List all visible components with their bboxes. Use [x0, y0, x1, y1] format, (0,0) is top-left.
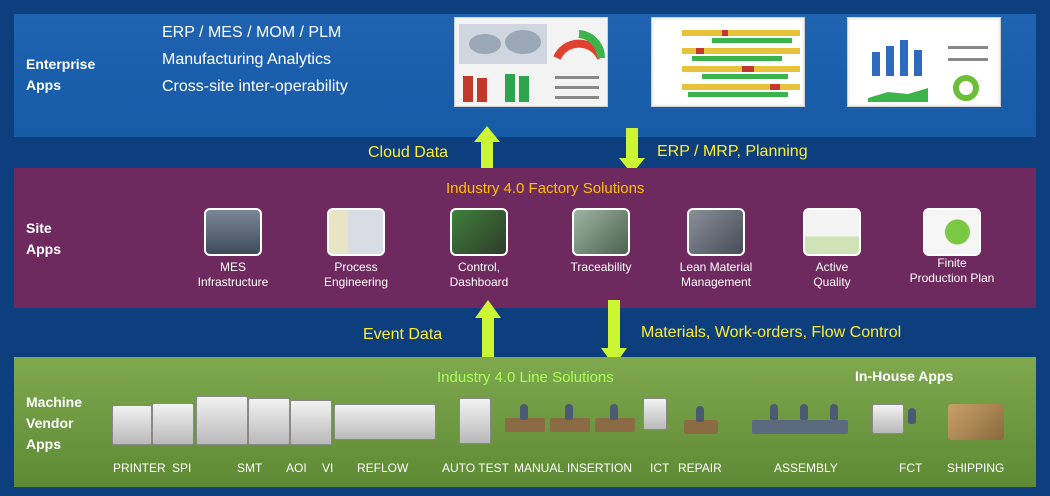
label-smt: SMT [237, 461, 263, 475]
site-item-line2: Quality [813, 275, 851, 289]
shipping-boxes [948, 404, 1004, 440]
site-item-label: Control,Dashboard [419, 260, 539, 290]
cloud-data-arrow-up [474, 126, 500, 172]
label-assembly: ASSEMBLY [774, 461, 838, 475]
site-item-line1: MES [219, 260, 246, 274]
site-item-line2: Dashboard [449, 275, 509, 289]
site-item-line1: Control, [457, 260, 501, 274]
dashboard-tablet-icon [450, 208, 508, 256]
fct-machine [872, 404, 904, 434]
warehouse-icon [687, 208, 745, 256]
label-printer: PRINTER [113, 461, 166, 475]
erp-arrow-down [619, 128, 645, 174]
enterprise-label-line2: Apps [26, 77, 61, 93]
site-item-line2: Management [680, 275, 752, 289]
bar-chart-screenshot [847, 17, 1001, 107]
reflow-oven [334, 404, 436, 440]
software-window-icon [327, 208, 385, 256]
site-item-line1: Finite [937, 256, 967, 270]
repair-bench [684, 420, 718, 434]
ict-machine [643, 398, 667, 430]
site-item-line1: Traceability [570, 260, 632, 274]
label-auto-test: AUTO TEST [442, 461, 509, 475]
worker-figure [908, 408, 916, 424]
enterprise-line-analytics: Manufacturing Analytics [162, 51, 331, 68]
site-item-line2: Production Plan [909, 271, 995, 285]
worker-figure [610, 404, 618, 420]
label-ict: ICT [650, 461, 670, 475]
event-data-label: Event Data [363, 326, 443, 343]
factory-solutions-title: Industry 4.0 Factory Solutions [446, 180, 645, 197]
cloud-data-label: Cloud Data [368, 144, 449, 161]
label-aoi: AOI [286, 461, 307, 475]
worker-figure [565, 404, 573, 420]
site-item-line1: Active [815, 260, 849, 274]
machine-label-line3: Apps [26, 436, 61, 452]
worker-figure [830, 404, 838, 420]
site-item-line2: Infrastructure [197, 275, 269, 289]
printer-machine [112, 405, 152, 445]
event-data-arrow-up [475, 300, 501, 366]
machine-label-line1: Machine [26, 394, 83, 410]
worker-figure [520, 404, 528, 420]
spreadsheet-screenshot [651, 17, 805, 107]
spi-machine [152, 403, 194, 445]
enterprise-label-line1: Enterprise [26, 56, 96, 72]
site-label-line1: Site [26, 220, 52, 236]
label-vi: VI [322, 461, 334, 475]
label-fct: FCT [899, 461, 923, 475]
enterprise-line-erp: ERP / MES / MOM / PLM [162, 24, 342, 41]
worker-figure [696, 406, 704, 422]
materials-flow-label: Materials, Work-orders, Flow Control [641, 324, 902, 341]
circuit-board-icon [572, 208, 630, 256]
site-item-control-dashboard[interactable]: Control,Dashboard [419, 208, 539, 290]
smt-machine [196, 396, 248, 445]
auto-test-machine [459, 398, 491, 444]
factory-floor-icon [204, 208, 262, 256]
worker-figure [800, 404, 808, 420]
quality-gauge-icon [803, 208, 861, 256]
enterprise-line-interop: Cross-site inter-operability [162, 78, 348, 95]
label-manual-insertion: MANUAL INSERTION [514, 461, 633, 475]
site-item-label: Traceability [541, 260, 661, 275]
enterprise-apps-label: Enterprise Apps [26, 54, 95, 96]
label-shipping: SHIPPING [947, 461, 1005, 475]
manual-insertion-bench [505, 418, 545, 432]
manual-insertion-bench [550, 418, 590, 432]
site-item-line1: Lean Material [679, 260, 753, 274]
line-solutions-title: Industry 4.0 Line Solutions [437, 369, 614, 386]
manual-insertion-bench [595, 418, 635, 432]
site-item-line1: Process [334, 260, 378, 274]
site-item-line2: Engineering [323, 275, 389, 289]
pie-chart-icon [923, 208, 981, 256]
label-reflow: REFLOW [357, 461, 409, 475]
label-repair: REPAIR [678, 461, 722, 475]
machine-vendor-apps-label: Machine Vendor Apps [26, 392, 82, 455]
assembly-conveyor [752, 420, 848, 434]
site-apps-label: Site Apps [26, 218, 61, 260]
aoi-machine [248, 398, 290, 445]
site-label-line2: Apps [26, 241, 61, 257]
machine-label-line2: Vendor [26, 415, 74, 431]
site-tier [14, 168, 1036, 308]
in-house-apps-label: In-House Apps [855, 368, 954, 384]
vi-machine [290, 400, 332, 445]
erp-planning-label: ERP / MRP, Planning [657, 143, 808, 160]
materials-arrow-down [601, 300, 627, 366]
label-spi: SPI [172, 461, 192, 475]
site-item-traceability[interactable]: Traceability [541, 208, 661, 275]
worker-figure [770, 404, 778, 420]
dashboard-screenshot [454, 17, 608, 107]
